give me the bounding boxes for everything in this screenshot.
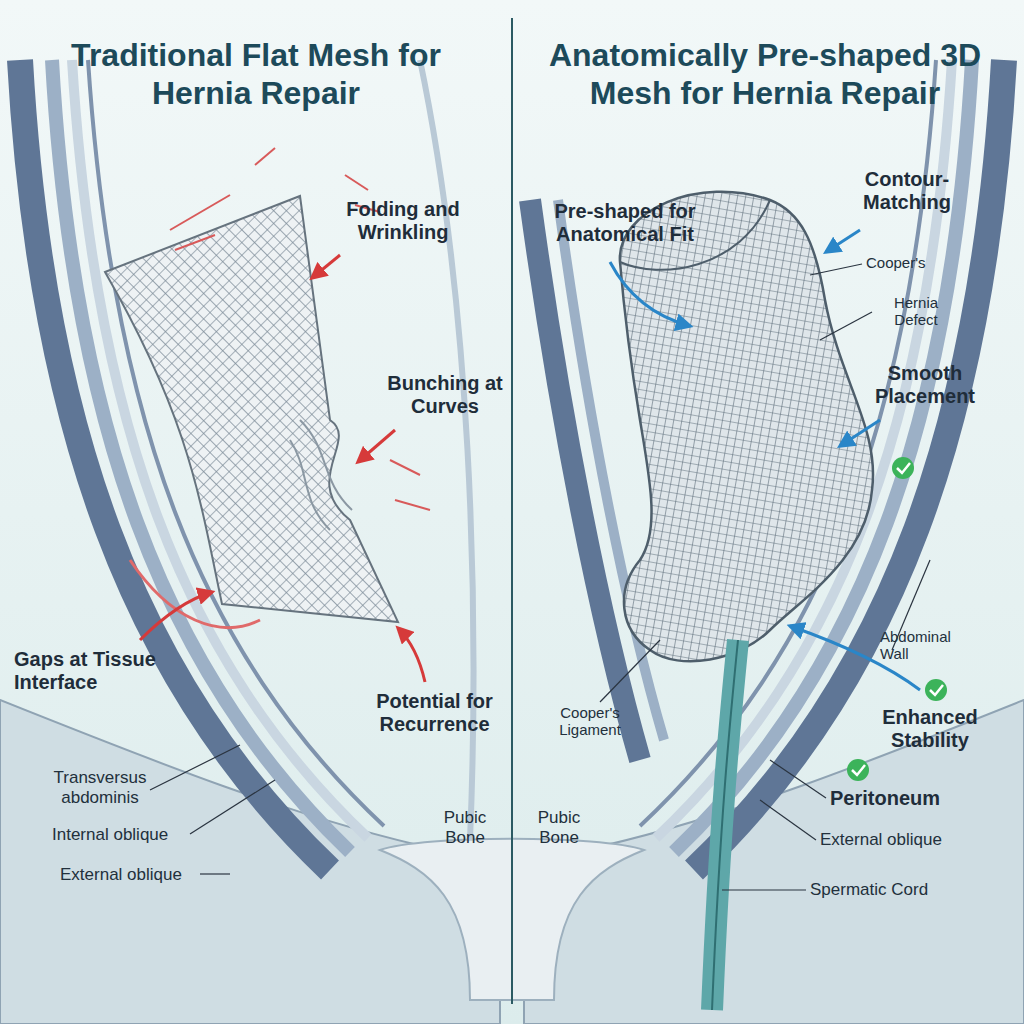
preshaped-mesh bbox=[620, 192, 873, 662]
callout-arrow bbox=[610, 262, 690, 326]
callout-arrows bbox=[140, 255, 425, 682]
leader-line bbox=[760, 800, 816, 840]
benefit-callout: Contour-Matching bbox=[852, 168, 962, 214]
problem-callout: Gaps at Tissue Interface bbox=[14, 648, 164, 694]
irritation-mark bbox=[390, 460, 420, 475]
check-mark bbox=[897, 463, 910, 473]
check-mark bbox=[852, 765, 865, 775]
anatomy-label: External oblique bbox=[820, 830, 970, 850]
check-circle bbox=[847, 759, 869, 781]
anatomy-label: External oblique bbox=[60, 865, 200, 885]
mesh-wrinkle bbox=[290, 420, 352, 530]
check-mark bbox=[930, 685, 943, 695]
benefit-callout: Smooth Placement bbox=[860, 362, 990, 408]
anatomy-label: Cooper's bbox=[866, 254, 966, 271]
problem-callout: Potential for Recurrence bbox=[362, 690, 507, 736]
callout-arrows bbox=[610, 230, 920, 690]
callout-arrow bbox=[398, 628, 425, 682]
leader-lines bbox=[150, 264, 930, 890]
anatomy-label: Spermatic Cord bbox=[810, 880, 970, 900]
panel-title: Anatomically Pre-shaped 3D Mesh for Hern… bbox=[530, 36, 1000, 113]
anatomy-label: Transversus abdominis bbox=[40, 768, 160, 807]
leader-line bbox=[200, 873, 230, 874]
callout-arrow bbox=[840, 420, 880, 446]
leader-line bbox=[150, 745, 240, 790]
callout-arrow bbox=[358, 430, 395, 462]
callout-arrow bbox=[312, 255, 340, 278]
flat-mesh bbox=[105, 196, 398, 622]
anatomy-label: Abdominal Wall bbox=[880, 628, 980, 663]
anatomy-label: Cooper's Ligament bbox=[540, 704, 640, 739]
muscle-layers bbox=[530, 60, 1004, 870]
spermatic-cord bbox=[712, 640, 738, 1010]
panel-divider bbox=[511, 18, 513, 1004]
anatomy-label: Pubic Bone bbox=[524, 808, 594, 847]
anatomy-label: Peritoneum bbox=[830, 787, 980, 810]
anatomy-label: Hernia Defect bbox=[876, 294, 956, 329]
muscle-layers bbox=[20, 60, 473, 870]
irritation-mark bbox=[170, 195, 230, 230]
spermatic-cord-line bbox=[712, 640, 738, 1010]
callout-arrow bbox=[140, 592, 212, 640]
leader-line bbox=[722, 889, 806, 890]
benefit-callout: Enhanced Stability bbox=[860, 706, 1000, 752]
irritation-mark bbox=[345, 175, 368, 190]
anatomy-label: Pubic Bone bbox=[430, 808, 500, 847]
benefit-callout: Pre-shaped for Anatomical Fit bbox=[540, 200, 710, 246]
leader-line bbox=[190, 780, 275, 834]
leader-line bbox=[810, 264, 862, 275]
irritation-mark bbox=[395, 500, 430, 510]
irritation-mark bbox=[255, 148, 275, 165]
callout-arrow bbox=[826, 230, 860, 252]
problem-callout: Folding and Wrinkling bbox=[318, 198, 488, 244]
anatomy-label: Internal oblique bbox=[52, 825, 192, 845]
panel-title: Traditional Flat Mesh for Hernia Repair bbox=[41, 36, 471, 113]
check-circle bbox=[892, 457, 914, 479]
leader-line bbox=[770, 760, 826, 798]
problem-callout: Bunching at Curves bbox=[380, 372, 510, 418]
leader-line bbox=[600, 640, 660, 702]
leader-line bbox=[820, 312, 872, 340]
check-circle bbox=[925, 679, 947, 701]
irritation-mark bbox=[175, 235, 215, 250]
